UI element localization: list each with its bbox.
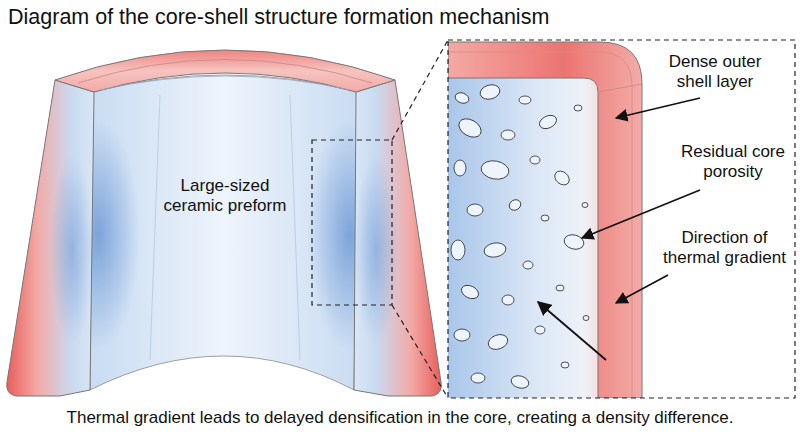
leader-arrow: [616, 275, 668, 303]
pore: [454, 329, 470, 341]
cool-zone-glow: [50, 155, 94, 345]
diagram-caption: Thermal gradient leads to delayed densif…: [0, 408, 800, 428]
pore: [467, 204, 483, 216]
shell-edge-line: [560, 42, 642, 92]
preform-top-rim: [55, 50, 395, 92]
pore: [582, 203, 588, 208]
pore-group: [451, 83, 589, 390]
node-text: Large-sized ceramic preform: [155, 176, 295, 216]
dense-shell: [448, 42, 642, 398]
pore: [563, 233, 586, 252]
pore: [561, 362, 569, 368]
preform-left-wall: [7, 80, 94, 396]
pore: [507, 198, 522, 213]
pore: [535, 326, 545, 334]
leader-arrow: [616, 98, 700, 118]
pore: [454, 91, 471, 105]
pore: [574, 105, 582, 111]
pore: [456, 115, 485, 141]
pore: [479, 83, 502, 102]
thermal-gradient-arrow: [538, 302, 606, 360]
pore: [502, 295, 514, 305]
callout-label: Direction of thermal gradient: [652, 228, 797, 268]
pore: [530, 156, 540, 164]
zoom-region: [312, 140, 392, 305]
pore: [523, 261, 533, 269]
pore: [454, 160, 466, 176]
inset-background: [448, 40, 795, 398]
pore: [483, 241, 507, 259]
pore: [451, 240, 465, 260]
pore: [541, 215, 549, 221]
pore: [501, 130, 515, 140]
bore-edge-line: [100, 76, 350, 90]
pore: [510, 374, 530, 390]
inset-view: [448, 40, 795, 398]
diagram-title: Diagram of the core-shell structure form…: [8, 5, 549, 30]
pore: [537, 113, 558, 131]
pore: [583, 316, 589, 321]
shell-surface-line: [448, 52, 632, 398]
bore-shading-line: [150, 95, 300, 360]
preform-right-wall: [354, 80, 441, 396]
callout-label: Dense outer shell layer: [650, 52, 780, 92]
preform-label-box: Large-sized ceramic preform: [155, 166, 295, 226]
zoom-guide-line: [392, 40, 448, 398]
rim-edge-line: [78, 60, 372, 84]
callout-label: Residual core porosity: [668, 142, 798, 182]
pore: [519, 96, 531, 104]
porous-core: [448, 70, 608, 398]
pore: [480, 159, 511, 182]
inset-frame: [448, 40, 795, 398]
pore: [486, 332, 510, 352]
pore: [552, 168, 572, 187]
pore: [556, 285, 564, 291]
pore: [459, 283, 480, 301]
pore: [471, 373, 485, 383]
